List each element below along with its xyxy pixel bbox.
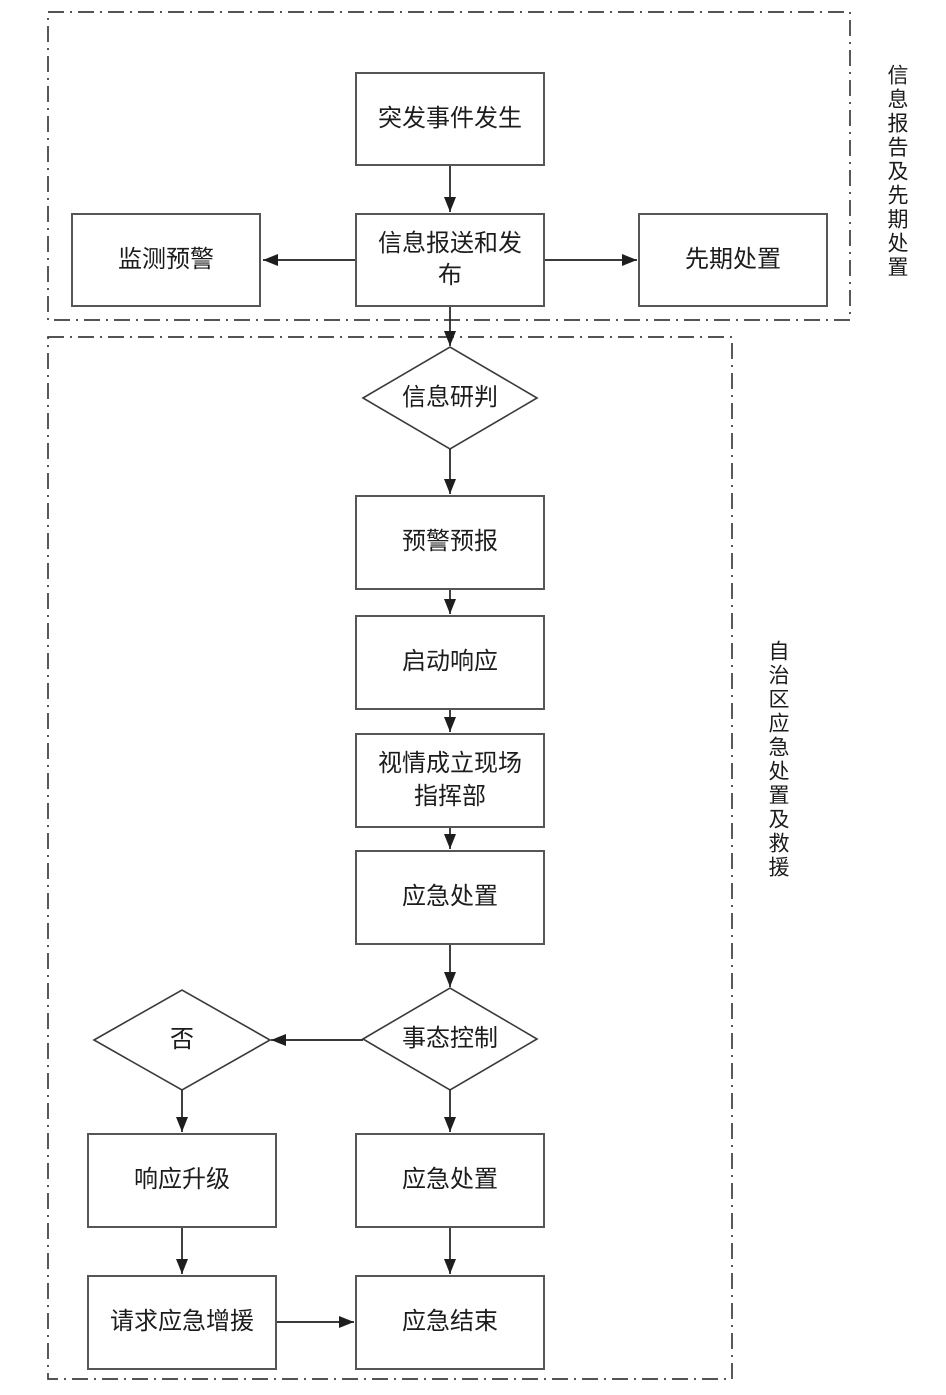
diamond-no-branch (92, 989, 272, 1091)
bottom-section-label: 自治区应急处置及救援 (766, 640, 790, 880)
node-response-upgrade: 响应升级 (87, 1133, 277, 1228)
bottom-section-border (47, 336, 733, 1380)
node-onsite-command: 视情成立现场指挥部 (355, 733, 545, 828)
diamond-situation-control (361, 987, 539, 1091)
node-info-report-release: 信息报送和发布 (355, 213, 545, 307)
top-section-label: 信息报告及先期处置 (885, 64, 909, 280)
node-request-reinforcement: 请求应急增援 (87, 1275, 277, 1370)
node-early-disposal: 先期处置 (638, 213, 828, 307)
node-emergency-disposal-1: 应急处置 (355, 850, 545, 945)
node-emergency-end: 应急结束 (355, 1275, 545, 1370)
node-emergency-disposal-2: 应急处置 (355, 1133, 545, 1228)
node-event-occurs: 突发事件发生 (355, 72, 545, 166)
node-start-response: 启动响应 (355, 615, 545, 710)
top-section-border (47, 11, 851, 321)
node-monitor-warning: 监测预警 (71, 213, 261, 307)
diamond-info-judgement (361, 346, 539, 450)
node-warning-forecast: 预警预报 (355, 495, 545, 590)
